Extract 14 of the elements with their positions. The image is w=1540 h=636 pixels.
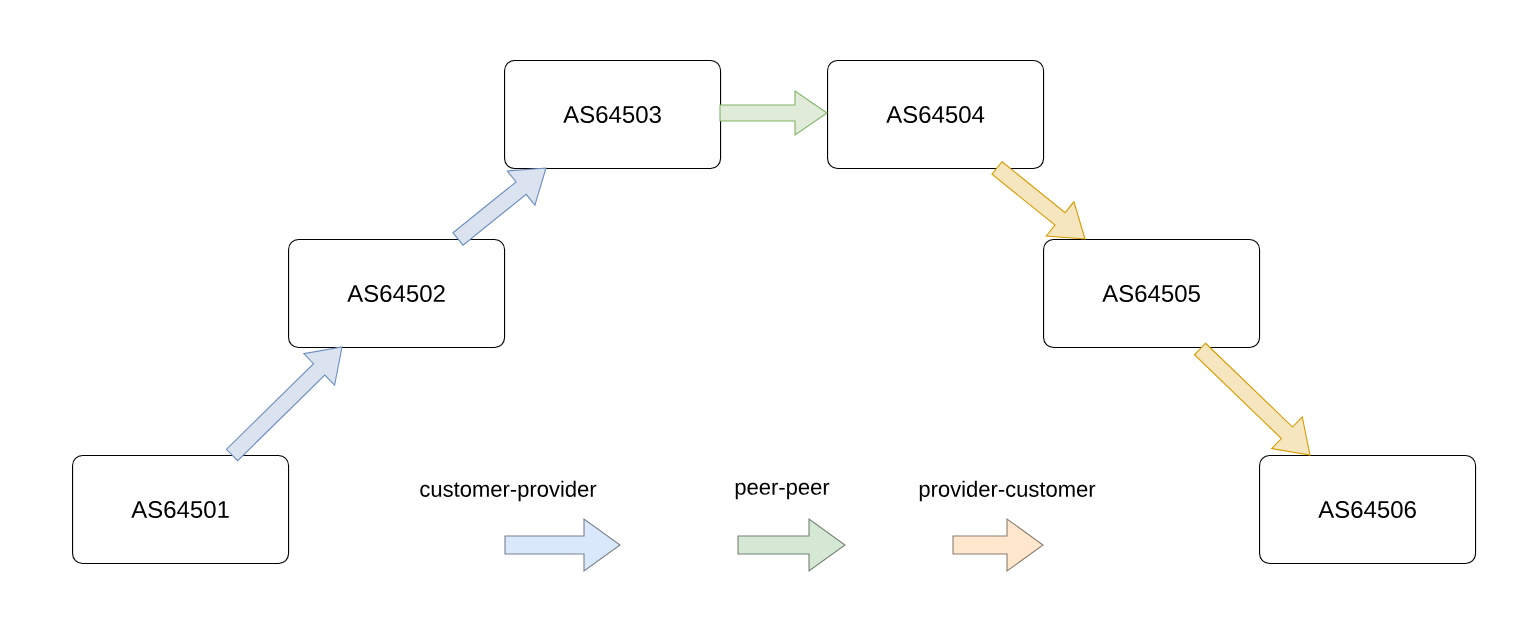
as-box: AS64505 [1043,239,1261,349]
block-arrow [991,161,1086,240]
block-arrow [719,89,828,137]
as-box: AS64502 [288,239,506,349]
as-box: AS64504 [827,60,1045,170]
legend-label: peer-peer [735,482,830,500]
legend-label: customer-provider [420,480,597,502]
as-box: AS64501 [72,455,290,565]
block-arrow [452,167,547,246]
as-box: AS64506 [1259,455,1477,565]
block-arrow [225,346,343,462]
block-arrow [1193,342,1311,456]
as-box: AS64503 [504,60,722,170]
legend-label: provider-customer [919,480,1096,502]
